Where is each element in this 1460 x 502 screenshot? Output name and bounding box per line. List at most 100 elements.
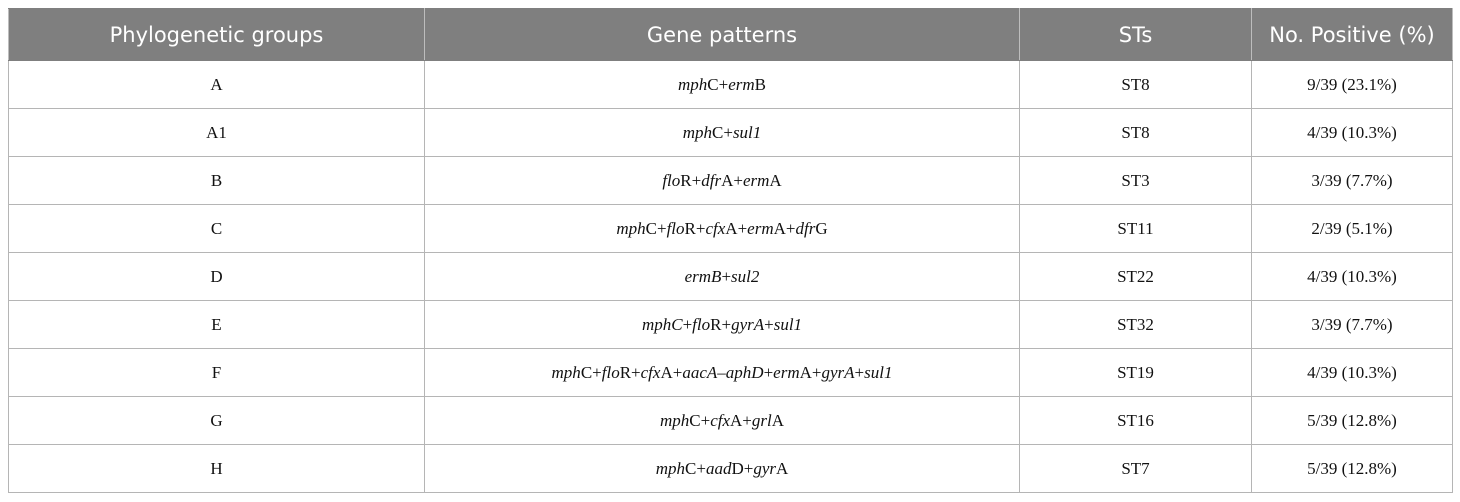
cell-sequence-type: ST3	[1019, 156, 1252, 205]
cell-gene-pattern: mphC+floR+gyrA+sul1	[424, 300, 1020, 349]
cell-no-positive: 4/39 (10.3%)	[1251, 108, 1453, 157]
gene-pattern-segment: +	[696, 458, 706, 478]
cell-gene-pattern: mphC+cfxA+grlA	[424, 396, 1020, 445]
cell-phylogenetic-group: E	[8, 300, 425, 349]
cell-sequence-type: ST22	[1019, 252, 1252, 301]
gene-pattern-segment: +	[631, 362, 641, 382]
gene-pattern-segment: +	[691, 170, 702, 190]
gene-pattern-segment: mph	[677, 74, 708, 94]
gene-pattern-segment: mph	[551, 362, 581, 382]
gene-pattern-segment: +	[785, 218, 796, 238]
gene-pattern-segment: gyrA	[731, 314, 765, 334]
gene-pattern-segment: C	[645, 218, 657, 238]
gene-pattern-segment: sul1	[773, 314, 803, 334]
cell-phylogenetic-group: H	[8, 444, 425, 493]
cell-gene-pattern: ermB+sul2	[424, 252, 1020, 301]
cell-no-positive: 3/39 (7.7%)	[1251, 300, 1453, 349]
gene-pattern-segment: +	[763, 362, 774, 382]
gene-pattern-segment: sul2	[731, 266, 760, 286]
gene-pattern-segment: +	[764, 314, 774, 334]
gene-pattern-segment: flo	[666, 218, 685, 238]
cell-no-positive: 4/39 (10.3%)	[1251, 252, 1453, 301]
gene-pattern-segment: R	[680, 170, 692, 190]
gene-pattern-segment: aad	[705, 458, 732, 478]
gene-pattern-segment: C	[707, 74, 719, 94]
gene-pattern-segment: +	[811, 362, 822, 382]
column-header-gene-patterns: Gene patterns	[424, 8, 1020, 61]
cell-gene-pattern: floR+dfrA+ermA	[424, 156, 1020, 205]
gene-pattern-segment: flo	[692, 314, 711, 334]
gene-pattern-segment: +	[656, 218, 667, 238]
gene-pattern-segment: C	[712, 122, 724, 142]
cell-sequence-type: ST32	[1019, 300, 1252, 349]
gene-pattern-segment: A	[771, 410, 785, 430]
gene-pattern-segment: mph	[682, 122, 712, 142]
cell-sequence-type: ST8	[1019, 60, 1252, 109]
cell-phylogenetic-group: A	[8, 60, 425, 109]
gene-pattern-segment: C	[689, 410, 701, 430]
gene-pattern-segment: R	[619, 362, 632, 382]
gene-pattern-segment: +	[742, 410, 752, 430]
gene-pattern-segment: C	[580, 362, 593, 382]
gene-pattern-segment: A	[769, 170, 782, 190]
cell-phylogenetic-group: B	[8, 156, 425, 205]
gene-pattern-segment: +	[700, 410, 711, 430]
gene-pattern-segment: +	[743, 458, 754, 478]
gene-pattern-segment: +	[737, 218, 748, 238]
gene-pattern-segment: C	[685, 458, 697, 478]
gene-pattern-segment: grl	[751, 410, 772, 430]
cell-sequence-type: ST8	[1019, 108, 1252, 157]
gene-pattern-segment: mph	[655, 458, 685, 478]
gene-pattern-segment: flo	[662, 170, 681, 190]
gene-pattern-segment: erm	[728, 74, 755, 94]
cell-gene-pattern: mphC+aadD+gyrA	[424, 444, 1020, 493]
gene-pattern-segment: mphC	[641, 314, 683, 334]
cell-phylogenetic-group: C	[8, 204, 425, 253]
cell-no-positive: 2/39 (5.1%)	[1251, 204, 1453, 253]
cell-phylogenetic-group: D	[8, 252, 425, 301]
gene-pattern-segment: A	[725, 218, 738, 238]
gene-pattern-segment: A	[721, 170, 734, 190]
cell-phylogenetic-group: G	[8, 396, 425, 445]
gene-pattern-segment: D	[731, 458, 744, 478]
cell-phylogenetic-group: F	[8, 348, 425, 397]
column-header-no-positive: No. Positive (%)	[1251, 8, 1453, 61]
cell-no-positive: 9/39 (23.1%)	[1251, 60, 1453, 109]
gene-pattern-segment: mph	[616, 218, 646, 238]
gene-pattern-segment: R	[684, 218, 696, 238]
gene-pattern-segment: A	[799, 362, 812, 382]
cell-sequence-type: ST16	[1019, 396, 1252, 445]
gene-pattern-segment: erm	[747, 218, 774, 238]
table-header-row: Phylogenetic groups Gene patterns STs No…	[8, 8, 1453, 61]
cell-sequence-type: ST11	[1019, 204, 1252, 253]
gene-pattern-segment: +	[721, 266, 732, 286]
cell-no-positive: 4/39 (10.3%)	[1251, 348, 1453, 397]
gene-pattern-segment: +	[733, 170, 743, 190]
gene-pattern-segment: B	[754, 74, 766, 94]
gene-pattern-segment: A	[730, 410, 743, 430]
gene-pattern-segment: ermB	[684, 266, 722, 286]
gene-pattern-segment: A	[660, 362, 673, 382]
gene-pattern-segment: gyrA	[821, 362, 855, 382]
gene-pattern-segment: aacA–aphD	[682, 362, 764, 382]
cell-gene-pattern: mphC+ermB	[424, 60, 1020, 109]
gene-pattern-segment: A	[775, 458, 789, 478]
gene-pattern-segment: +	[723, 122, 733, 142]
gene-pattern-segment: +	[721, 314, 732, 334]
gene-pattern-segment: +	[672, 362, 683, 382]
gene-pattern-segment: sul1	[732, 122, 762, 142]
gene-pattern-segment: A	[773, 218, 786, 238]
cell-gene-pattern: mphC+floR+cfxA+aacA–aphD+ermA+gyrA+sul1	[424, 348, 1020, 397]
gene-pattern-segment: flo	[601, 362, 620, 382]
gene-pattern-segment: +	[682, 314, 693, 334]
cell-no-positive: 5/39 (12.8%)	[1251, 396, 1453, 445]
gene-pattern-segment: erm	[742, 170, 770, 190]
